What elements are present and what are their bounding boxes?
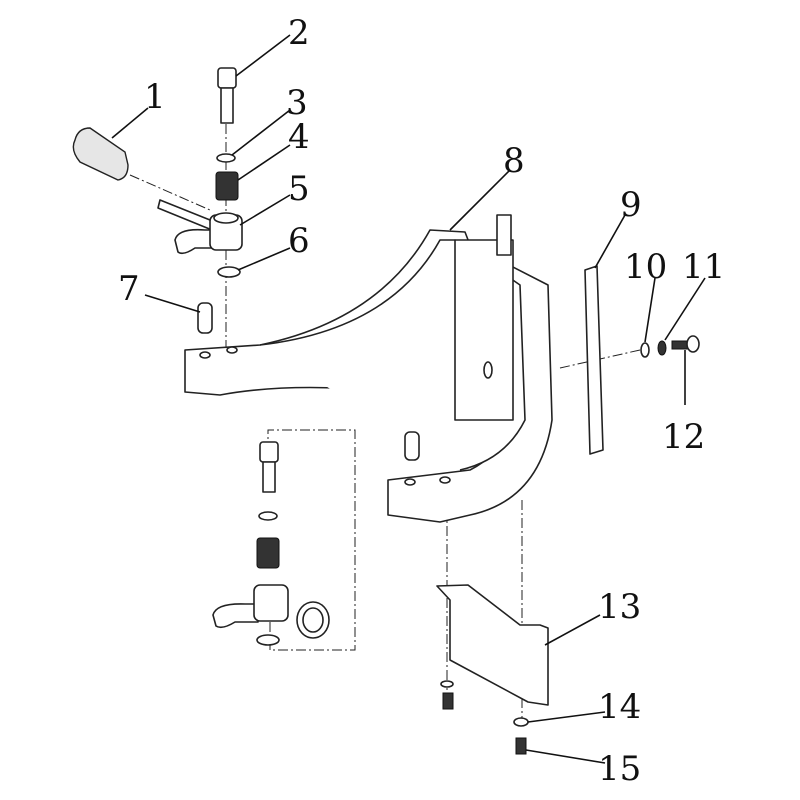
part-3-washer [216,153,236,163]
lower-clamp-assembly [212,441,330,646]
callout-2: 2 [288,13,310,53]
callout-15: 15 [598,749,641,789]
part-12-screw [671,335,700,353]
part-13-bracket [436,584,549,706]
part-1-knob [72,127,216,231]
part-8-frame [184,214,553,523]
callout-9: 9 [620,185,642,225]
leader-lines [111,34,706,764]
callout-5: 5 [288,169,310,209]
callout-13: 13 [598,587,641,627]
callout-14: 14 [598,687,641,727]
part-15-screw [440,680,527,755]
part-6-washer [217,266,241,278]
part-7-pin [197,302,213,334]
part-14-washer [513,717,529,727]
part-9-plate [584,265,604,455]
part-11-lockwasher [657,340,667,356]
callout-4: 4 [288,117,310,157]
part-2-screw [217,67,237,124]
callout-3: 3 [286,83,308,123]
callout-6: 6 [288,221,310,261]
part-4-spring [215,171,239,201]
callout-7: 7 [118,269,140,309]
callout-labels: 1 2 3 4 5 6 7 8 9 10 11 12 13 14 15 [118,13,725,789]
callout-1: 1 [144,77,166,117]
callout-10: 10 [624,247,667,287]
callout-11: 11 [682,247,725,287]
callout-12: 12 [662,417,705,457]
callout-8: 8 [503,141,525,181]
part-10-washer [640,342,650,358]
part-5-clamp [174,212,243,255]
